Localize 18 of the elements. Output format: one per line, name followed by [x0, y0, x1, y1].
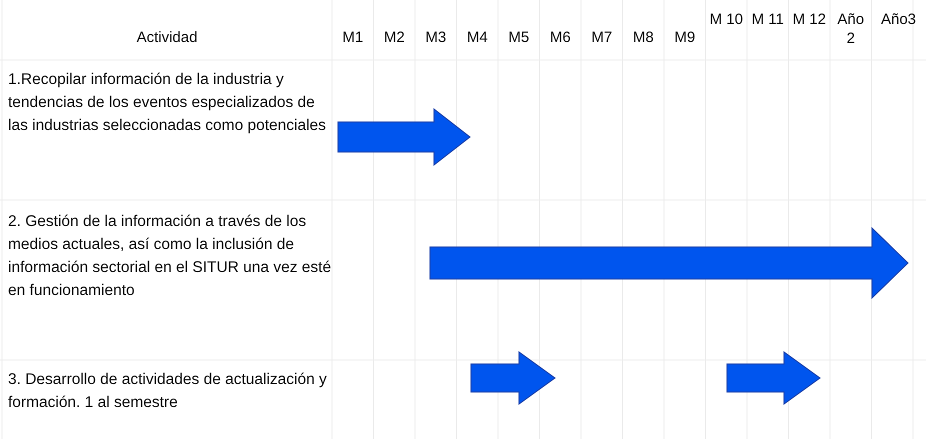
- month-header: M6: [548, 28, 572, 47]
- column-header: Actividad: [136, 28, 198, 47]
- month-header: M7: [590, 28, 614, 47]
- month-header: M 12: [792, 10, 826, 29]
- month-header: Año 2: [836, 10, 866, 48]
- month-header: M8: [632, 28, 655, 47]
- month-header: M1: [341, 28, 364, 47]
- month-header: M2: [382, 28, 406, 47]
- month-header: M9: [673, 28, 696, 47]
- activity-text: 3. Desarrollo de actividades de actualización y formación. 1 al semestre: [8, 370, 328, 413]
- month-header: M3: [424, 28, 448, 47]
- month-header: M 10: [710, 10, 743, 29]
- activity-text: 2. Gestión de la información a través de los medios actuales, así como la inclusión de información sectorial en el SITUR una vez esté en funcionamiento: [8, 212, 332, 301]
- month-header: M 11: [751, 10, 784, 29]
- activity-text: 1.Recopilar información de la industria y tendencias de los eventos especializados de las industrias seleccionadas como potenciales: [8, 70, 327, 136]
- month-header: M4: [466, 28, 489, 47]
- month-header: Año3: [880, 10, 918, 29]
- month-header: M5: [507, 28, 530, 47]
